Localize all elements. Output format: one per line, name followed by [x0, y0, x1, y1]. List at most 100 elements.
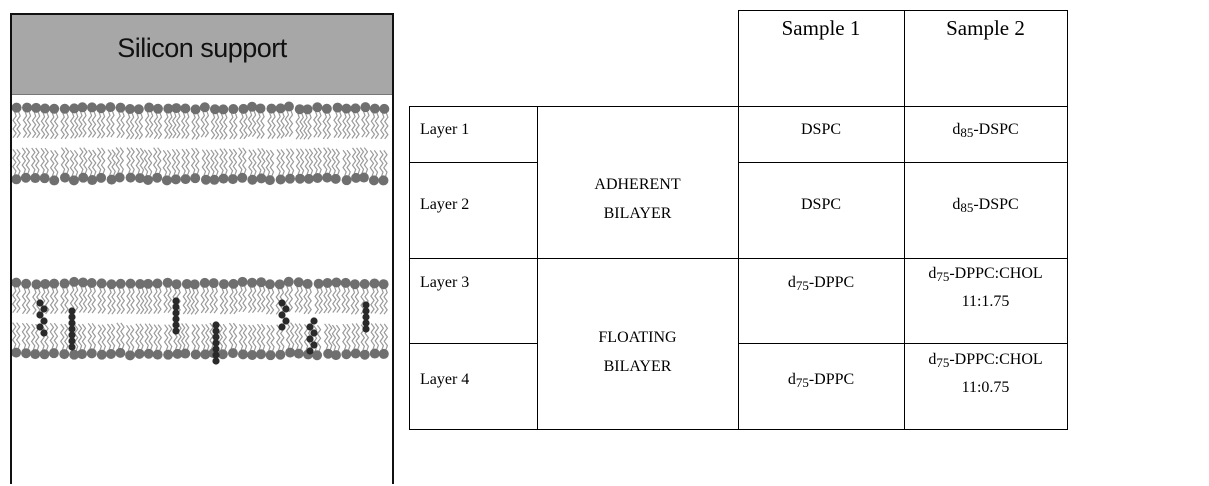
cholesterol-mark [310, 329, 318, 337]
lipid-tail [157, 324, 163, 351]
lipid-tail [157, 112, 163, 140]
cholesterol-mark [310, 341, 318, 349]
lipid-tail [107, 288, 112, 315]
lipid-head [87, 175, 98, 186]
lipid-head [378, 348, 389, 359]
lipid-tail [163, 112, 169, 139]
lipid-head [358, 172, 369, 183]
lipid-tail [252, 149, 257, 176]
lipid-tail [256, 148, 262, 175]
lipid-tail [218, 113, 224, 140]
lipid-tail [53, 322, 59, 350]
lipid-head [161, 175, 172, 186]
lipid-tail [267, 112, 272, 139]
lipid-tail [125, 324, 131, 352]
grid-line [409, 343, 537, 344]
lipid-tail [25, 147, 31, 174]
lipid-tail [171, 111, 177, 139]
lipid-head [275, 349, 286, 360]
lipid-head [369, 278, 380, 289]
lipid-tail [73, 324, 79, 351]
lipid-tail [326, 147, 332, 174]
lipid-tail [73, 149, 79, 177]
cholesterol-mark [36, 299, 44, 307]
lipid-tail [359, 147, 365, 174]
lipid-head [323, 348, 334, 359]
lipid-head [115, 347, 126, 358]
lipid-tail [35, 111, 41, 139]
lipid-head [115, 102, 126, 113]
lipid-tail [238, 323, 244, 351]
lipid-head [20, 172, 31, 183]
lipid-tail [69, 112, 75, 139]
lipid-tail [153, 287, 158, 314]
lipid-tail [119, 147, 125, 174]
lipid-tail [30, 147, 36, 175]
lipid-tail [60, 112, 66, 140]
lipid-head [369, 348, 380, 359]
lipid-tail [369, 150, 375, 177]
lipid-head [115, 278, 126, 289]
lipid-tail [326, 112, 332, 140]
lipid-tail [270, 324, 275, 352]
lipid-tail [276, 112, 281, 139]
lipid-tail [285, 148, 291, 175]
lipid-tail [130, 287, 135, 314]
lipid-tail [153, 112, 159, 140]
cholesterol-mark [172, 321, 180, 329]
lipid-tail [269, 149, 275, 177]
lipid-tail [298, 286, 304, 313]
lipid-head [350, 103, 361, 114]
lipid-tail [247, 110, 253, 138]
lipid-head [96, 278, 107, 289]
lipid-tail [363, 147, 369, 174]
lipid-head [312, 172, 323, 183]
lipid-tail [12, 148, 17, 176]
lipid-tail [200, 111, 206, 138]
lipid-tail [16, 111, 21, 139]
lipid-tail [153, 324, 159, 351]
cholesterol-mark [362, 301, 370, 309]
lipid-head [330, 173, 341, 184]
lipid-tail [210, 149, 215, 177]
lipid-tail [379, 112, 385, 140]
lipid-head [59, 349, 70, 360]
cholesterol-mark [68, 343, 76, 351]
lipid-head [369, 103, 380, 114]
lipid-tail [289, 322, 295, 349]
lipid-tail [327, 323, 333, 350]
lipid-tail [346, 149, 351, 177]
lipid-tail [232, 148, 238, 176]
lipid-tail [204, 111, 210, 138]
lipid-tail [200, 286, 206, 314]
lipid-head [144, 102, 155, 113]
lipid-tail [365, 110, 370, 138]
lipid-tail [260, 112, 265, 139]
group-label-adherent: ADHERENT BILAYER [594, 176, 681, 222]
lipid-tail [233, 287, 238, 315]
lipid-head [172, 348, 183, 359]
lipid-head [152, 349, 163, 360]
lipid-head [274, 279, 285, 290]
lipid-head [303, 173, 314, 184]
lipid-tail [64, 112, 70, 140]
lipid-head [275, 103, 286, 114]
cholesterol-mark [212, 321, 220, 329]
lipid-tail [335, 148, 341, 176]
lipid-tail [191, 113, 196, 140]
lipid-tail [260, 285, 266, 313]
cholesterol-mark [306, 335, 314, 343]
lipid-tail [135, 287, 141, 315]
header-row: Sample 1 Sample 2 [738, 10, 1067, 106]
lipid-tail [190, 288, 196, 315]
lipid-tail [180, 323, 186, 350]
lipid-head [294, 173, 305, 184]
lipid-tail [299, 148, 305, 175]
lipid-tail [87, 149, 93, 177]
lipid-head [49, 278, 60, 289]
lipid-tail [204, 323, 210, 351]
cholesterol-mark [40, 305, 48, 313]
lipid-tail [87, 111, 93, 138]
lipid-tail [201, 149, 207, 176]
lipid-tail [256, 285, 262, 313]
